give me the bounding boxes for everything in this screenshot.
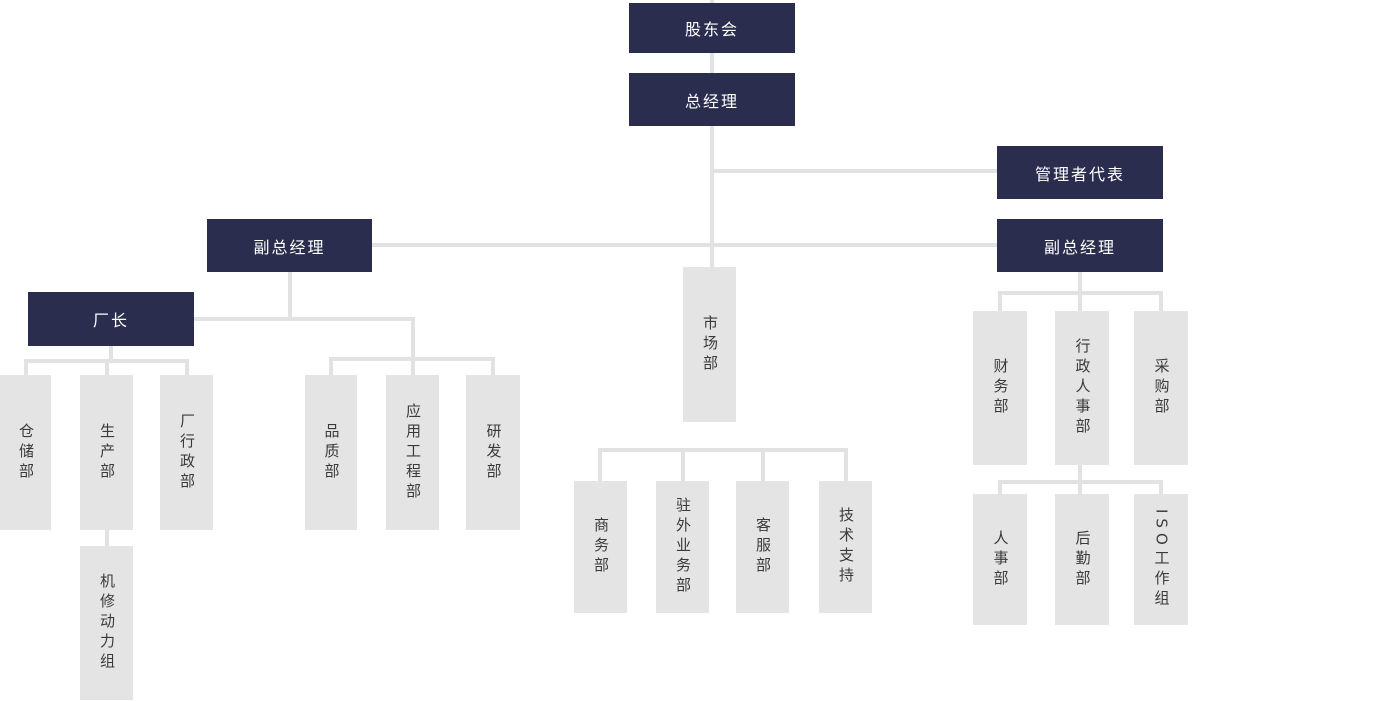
connector-quality-group-bar (329, 357, 495, 361)
connector-deputy-right-drop (1078, 272, 1082, 295)
connector-deputies-horizontal (372, 243, 997, 247)
org-node-purchasing: 采购部 (1134, 311, 1188, 465)
connector-trunk-management-rep (712, 169, 997, 173)
connector-factory-director-branch (194, 317, 415, 321)
connector-drop-purchasing (1159, 291, 1163, 311)
org-node-logistics: 后勤部 (1055, 494, 1109, 625)
org-node-iso-group: ISO工作组 (1134, 494, 1188, 625)
org-node-rnd: 研发部 (466, 375, 520, 530)
connector-drop-production (105, 359, 109, 375)
org-node-factory-admin: 厂行政部 (160, 375, 213, 530)
org-node-factory-director: 厂长 (28, 292, 194, 346)
connector-deputy-left-drop (288, 272, 292, 321)
connector-admin-hr-drop (1078, 465, 1082, 484)
connector-top-tick (710, 0, 714, 4)
org-node-marketing: 市场部 (683, 267, 736, 422)
connector-drop-tech-support (844, 448, 848, 481)
connector-drop-hr (998, 480, 1002, 494)
org-node-business: 商务部 (574, 481, 627, 613)
org-node-management-rep: 管理者代表 (997, 146, 1163, 199)
org-node-quality: 品质部 (305, 375, 357, 530)
org-node-hr: 人事部 (973, 494, 1027, 625)
org-node-field-sales: 驻外业务部 (656, 481, 709, 613)
connector-shareholders-gm (710, 53, 714, 73)
connector-drop-rnd (491, 357, 495, 375)
connector-drop-field-sales (681, 448, 685, 481)
org-node-general-manager: 总经理 (629, 73, 795, 126)
connector-drop-admin-hr (1078, 291, 1082, 311)
org-node-machine-repair: 机修动力组 (80, 546, 133, 700)
connector-drop-customer-service (761, 448, 765, 481)
connector-drop-business (598, 448, 602, 481)
org-node-admin-hr: 行政人事部 (1055, 311, 1109, 465)
connector-drop-quality (329, 357, 333, 375)
org-node-application-engineering: 应用工程部 (386, 375, 439, 530)
org-node-warehouse: 仓储部 (0, 375, 51, 530)
connector-drop-logistics (1078, 480, 1082, 494)
connector-production-machine-repair (105, 530, 109, 546)
connector-gm-trunk (710, 126, 714, 267)
org-node-production: 生产部 (80, 375, 133, 530)
org-node-deputy-gm-right: 副总经理 (997, 219, 1163, 272)
org-node-customer-service: 客服部 (736, 481, 789, 613)
connector-drop-warehouse (24, 359, 28, 375)
connector-drop-finance (998, 291, 1002, 311)
org-node-deputy-gm-left: 副总经理 (207, 219, 372, 272)
connector-drop-iso-group (1159, 480, 1163, 494)
org-node-shareholders: 股东会 (629, 3, 795, 53)
connector-factory-director-drop (109, 346, 113, 363)
org-node-tech-support: 技术支持 (819, 481, 872, 613)
connector-drop-factory-admin (185, 359, 189, 375)
org-node-finance: 财务部 (973, 311, 1027, 465)
connector-marketing-group-bar (598, 448, 848, 452)
connector-deputy-left-mid-vertical (411, 317, 415, 375)
